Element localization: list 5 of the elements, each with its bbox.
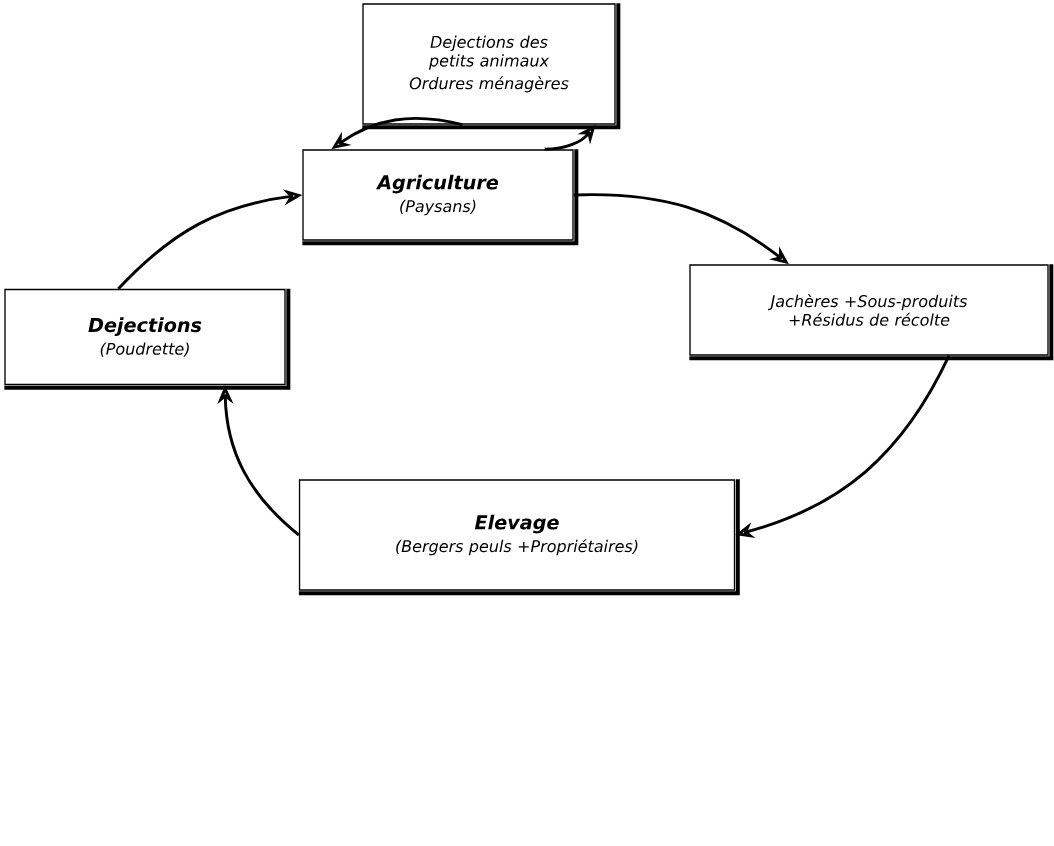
process-box: Dejections (Poudrette) xyxy=(4,288,291,390)
process-box: Elevage (Bergers peuls +Propriétaires) xyxy=(298,479,740,596)
process-box: Dejections des petits animaux Ordures ménagères xyxy=(362,3,621,130)
process-box: Jachères +Sous-produits +Résidus de récolte xyxy=(689,264,1054,361)
process-box: Agriculture (Paysans) xyxy=(302,149,579,246)
